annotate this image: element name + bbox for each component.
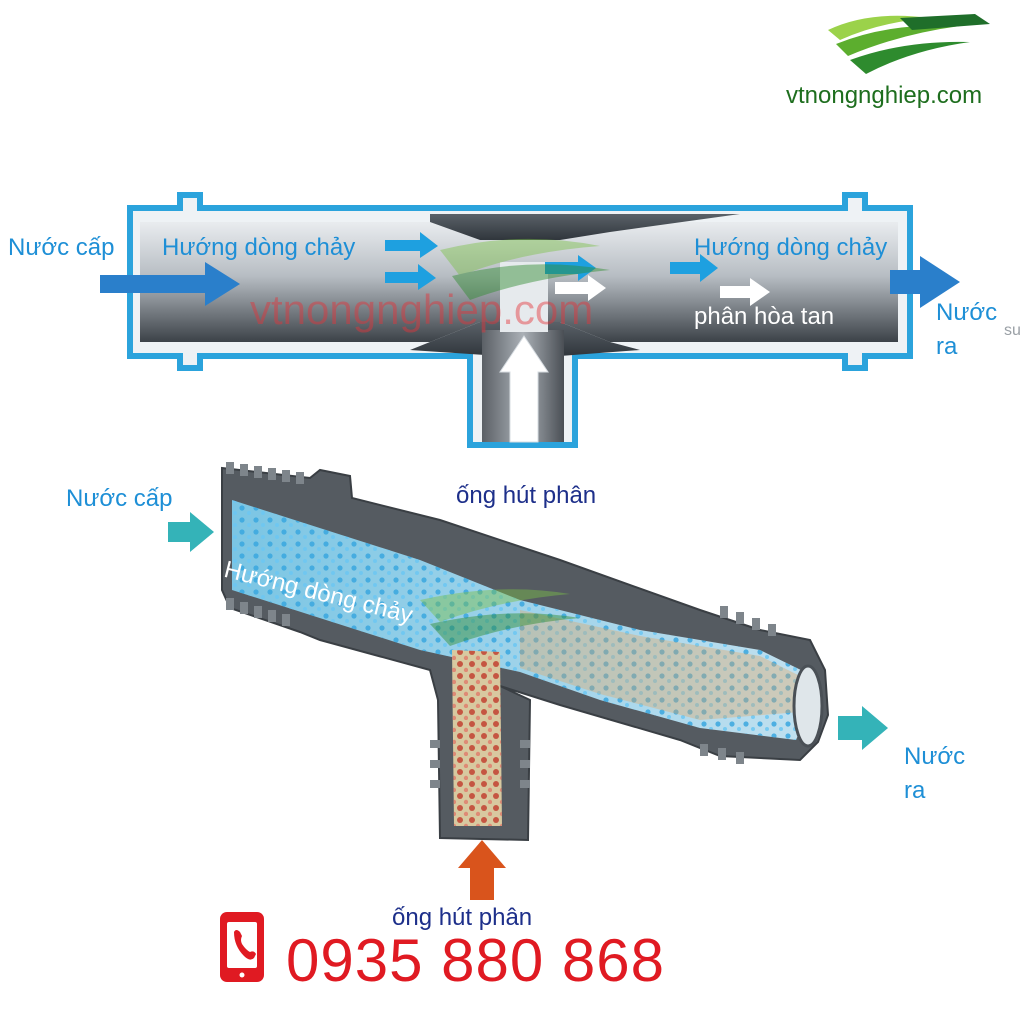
top-venturi bbox=[100, 192, 960, 448]
top-fragment-text: su bbox=[1004, 322, 1021, 339]
top-outlet-label: Nước ra bbox=[936, 299, 998, 360]
bottom-outlet-label: Nước ra bbox=[904, 743, 966, 804]
center-logo-watermark bbox=[420, 238, 610, 646]
top-suction-label: ống hút phân bbox=[456, 482, 597, 509]
bottom-venturi bbox=[168, 462, 888, 900]
logo-mark bbox=[828, 14, 990, 74]
bottom-suction-label: ống hút phân bbox=[392, 904, 533, 931]
bottom-inlet-label: Nước cấp bbox=[66, 485, 173, 512]
top-inlet-label: Nước cấp bbox=[8, 234, 115, 261]
phone-number[interactable]: 0935 880 868 bbox=[286, 927, 666, 994]
phone-icon bbox=[220, 912, 264, 982]
top-flow-left-label: Hướng dòng chảy bbox=[162, 234, 356, 261]
top-dissolved-label: phân hòa tan bbox=[694, 303, 835, 330]
watermark-text: vtnongnghiep.com bbox=[250, 286, 594, 333]
top-flow-right-label: Hướng dòng chảy bbox=[694, 234, 888, 261]
site-name: vtnongnghiep.com bbox=[786, 82, 983, 109]
